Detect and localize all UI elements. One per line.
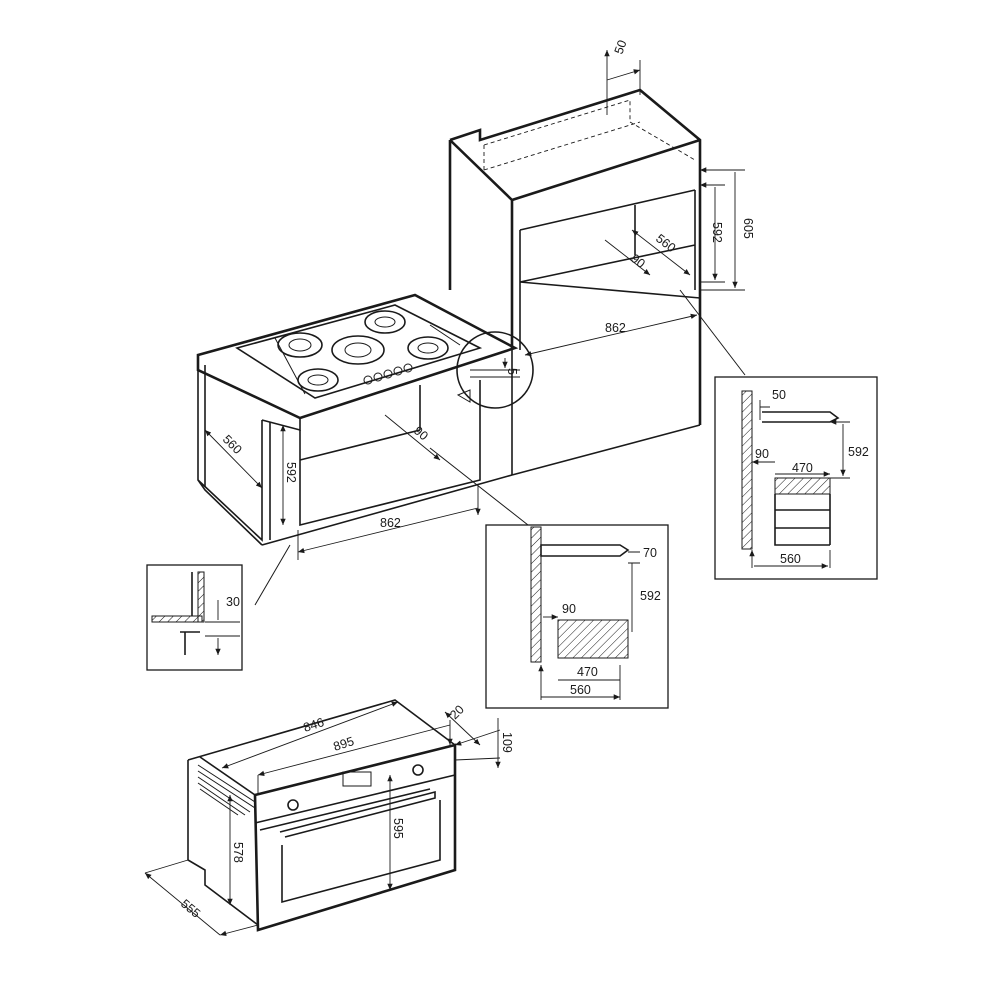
dim-oven-body-height: 578: [231, 842, 245, 863]
hob-burners: [277, 310, 449, 392]
dim-plinth-gap: 30: [226, 595, 240, 609]
dim-underhob-rear-gap: 90: [562, 602, 576, 616]
dim-oven-front-thickness: 20: [447, 702, 467, 722]
dim-talldetail-top-offset: 50: [772, 388, 786, 402]
dim-oven-front-width: 895: [332, 734, 356, 754]
dim-oven-body-width: 846: [302, 715, 326, 735]
dim-hob-width: 862: [380, 516, 401, 530]
dim-tall-outer-height: 605: [741, 218, 755, 239]
dim-underhob-top-gap: 70: [643, 546, 657, 560]
dim-hob-depth: 560: [220, 432, 245, 457]
oven-knob-right: [412, 764, 424, 776]
dim-tall-width: 862: [605, 321, 626, 335]
dim-tall-depth: 560: [653, 231, 678, 255]
under-hob-detail-box: 70 592 90 470 560: [485, 524, 669, 709]
detail-circle: [456, 331, 534, 409]
dim-hob-rear-gap: 90: [411, 424, 431, 444]
oven-vent-grille: [197, 764, 256, 816]
dim-oven-depth: 555: [178, 897, 203, 921]
plinth-detail-box: 30: [146, 564, 243, 671]
dim-talldetail-niche-height: 592: [848, 445, 869, 459]
tall-cabinet: 50 605 592 560 90 862: [448, 38, 755, 476]
oven-knob-left: [287, 799, 299, 811]
dim-tall-top-offset: 50: [612, 38, 630, 56]
dim-oven-front-height: 595: [391, 818, 405, 839]
oven: 846 895 20 109 595 578 555: [145, 699, 514, 935]
dim-underhob-inner-depth: 470: [577, 665, 598, 679]
dim-underhob-niche-height: 592: [640, 589, 661, 603]
hob-cabinet: 5 560 592 90 862: [196, 293, 534, 606]
dim-talldetail-inner-depth: 470: [792, 461, 813, 475]
dim-oven-panel-height: 109: [500, 732, 514, 753]
dim-tall-niche-height: 592: [710, 222, 724, 243]
dim-hob-niche-height: 592: [284, 462, 298, 483]
dim-tall-rear-gap: 90: [628, 251, 648, 271]
tall-detail-box: 50 592 90 470 560: [714, 376, 878, 580]
dim-hob-worktop-gap: 5: [505, 368, 519, 375]
dim-talldetail-depth: 560: [780, 552, 801, 566]
dim-talldetail-rear-gap: 90: [755, 447, 769, 461]
oven-display: [342, 771, 372, 787]
dim-underhob-depth: 560: [570, 683, 591, 697]
